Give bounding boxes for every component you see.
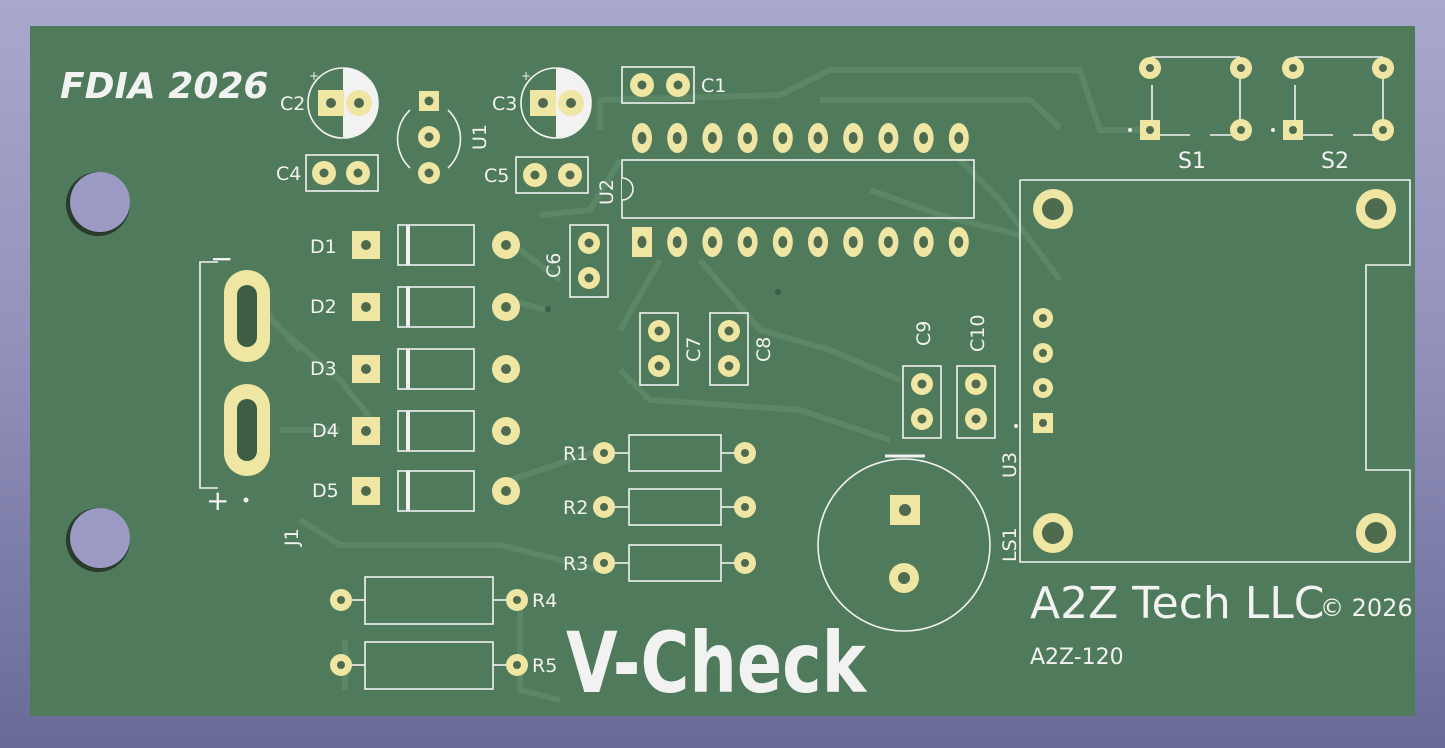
diode-d3[interactable]: D3 (310, 348, 520, 390)
refdes-u1: U1 (469, 124, 491, 150)
refdes-c2: C2 (280, 93, 305, 115)
u2-pin-drill (637, 132, 647, 144)
ic-u2[interactable]: U2 (596, 123, 975, 257)
capacitor-c3[interactable]: + C3 (492, 67, 592, 139)
project-title: FDIA 2026 (60, 66, 268, 107)
polarity-minus: − (210, 242, 233, 275)
resistor-r1[interactable]: R1 (563, 434, 756, 472)
u2-pin-drill (672, 236, 682, 248)
resistor-r4[interactable]: R4 (330, 576, 557, 625)
refdes-d3: D3 (310, 358, 337, 380)
u2-pin-drill (848, 236, 858, 248)
refdes-r1: R1 (563, 443, 588, 465)
capacitor-c1[interactable]: C1 (621, 66, 726, 104)
part-number: A2Z-120 (1030, 645, 1124, 670)
product-name: V-Check (566, 614, 868, 712)
refdes-c10: C10 (967, 315, 989, 352)
module-u3[interactable]: U3 (999, 179, 1411, 563)
refdes-d4: D4 (312, 420, 339, 442)
refdes-c4: C4 (276, 163, 301, 185)
switch-s1[interactable]: S1 (1128, 56, 1252, 174)
refdes-c3: C3 (492, 93, 517, 115)
u2-pin-drill (919, 236, 929, 248)
u2-pin-drill (954, 132, 964, 144)
refdes-d2: D2 (310, 296, 337, 318)
diode-d4[interactable]: D4 (312, 410, 520, 452)
u2-pin-drill (813, 236, 823, 248)
u2-pin-drill (813, 132, 823, 144)
capacitor-c5[interactable]: C5 (484, 156, 589, 194)
refdes-d5: D5 (312, 480, 339, 502)
u2-pin-drill (883, 132, 893, 144)
capacitor-c6[interactable]: C6 (543, 224, 609, 298)
u2-pin-drill (672, 132, 682, 144)
buzzer-ls1[interactable]: LS1 (817, 454, 1021, 632)
u2-pin-drill (778, 132, 788, 144)
refdes-c7: C7 (683, 337, 705, 362)
via (775, 289, 781, 295)
u2-pin-drill (743, 236, 753, 248)
refdes-j1: J1 (281, 528, 303, 547)
resistor-r5[interactable]: R5 (330, 641, 557, 690)
refdes-c5: C5 (484, 165, 509, 187)
refdes-d1: D1 (310, 236, 337, 258)
refdes-r4: R4 (532, 590, 557, 612)
capacitor-c8[interactable]: C8 (709, 312, 775, 386)
u2-pin-drill (743, 132, 753, 144)
switch-s2[interactable]: S2 (1271, 56, 1394, 174)
refdes-ls1: LS1 (999, 527, 1021, 562)
resistor-r3[interactable]: R3 (563, 544, 756, 582)
diode-d5[interactable]: D5 (312, 470, 520, 512)
capacitor-c2[interactable]: + C2 (280, 67, 379, 139)
copyright-text: © 2026 (1320, 594, 1413, 622)
u2-pin-drill (637, 236, 647, 248)
company-name: A2Z Tech LLC (1030, 578, 1325, 629)
connector-j1[interactable]: − + J1 (199, 242, 303, 547)
refdes-r3: R3 (563, 553, 588, 575)
capacitor-c4[interactable]: C4 (276, 154, 379, 192)
u2-pin-drill (883, 236, 893, 248)
capacitor-c10[interactable]: C10 (956, 315, 996, 439)
refdes-c1: C1 (701, 75, 726, 97)
capacitor-c9[interactable]: C9 (902, 321, 942, 439)
mounting-holes (66, 172, 130, 572)
diode-d1[interactable]: D1 (310, 224, 520, 266)
u2-pin-drill (778, 236, 788, 248)
refdes-r2: R2 (563, 497, 588, 519)
u2-pin-drill (848, 132, 858, 144)
capacitor-c7[interactable]: C7 (639, 312, 705, 386)
refdes-u3: U3 (999, 452, 1021, 478)
refdes-c9: C9 (913, 321, 935, 346)
u2-pin-drill (954, 236, 964, 248)
svg-text:+: + (309, 69, 319, 83)
polarity-plus: + (206, 484, 229, 517)
refdes-s2: S2 (1321, 149, 1349, 174)
refdes-s1: S1 (1178, 149, 1206, 174)
refdes-c6: C6 (543, 253, 565, 278)
u2-pin-drill (707, 132, 717, 144)
refdes-c8: C8 (753, 337, 775, 362)
via (545, 306, 551, 312)
diode-d2[interactable]: D2 (310, 286, 520, 328)
svg-text:+: + (521, 69, 531, 83)
u2-pin-drill (919, 132, 929, 144)
regulator-u1[interactable]: U1 (396, 91, 491, 184)
refdes-u2: U2 (596, 179, 618, 205)
u2-pin-drill (707, 236, 717, 248)
resistor-r2[interactable]: R2 (563, 488, 756, 526)
refdes-r5: R5 (532, 655, 557, 677)
